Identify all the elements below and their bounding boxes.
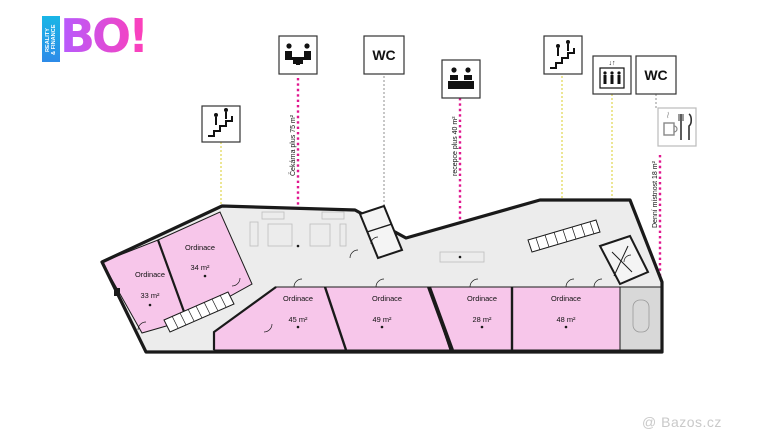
room-label-28: Ordinace: [467, 294, 497, 303]
callout-reception: recepce plus 40 m²: [452, 116, 459, 176]
outer-wall: [100, 198, 664, 354]
room-label-48: Ordinace: [551, 294, 581, 303]
wc-core: [358, 204, 404, 260]
room-area-45: 45 m²: [289, 315, 308, 324]
day-room: [619, 286, 663, 351]
logo-side-box: REALITY & FINANCE: [42, 16, 60, 62]
logo-wordmark: BO!: [60, 9, 149, 63]
room-area-34: 34 m²: [191, 263, 210, 272]
stairs-right: [527, 219, 601, 253]
room-label-33: Ordinace: [135, 270, 165, 279]
room-label-34: Ordinace: [185, 243, 215, 252]
elevator-divider: [611, 251, 633, 273]
watermark: @ Bazos.cz: [642, 414, 722, 430]
wc-label-1: WC: [372, 47, 395, 63]
room-labels: Ordinace 33 m² Ordinace 34 m² Ordinace 4…: [135, 243, 581, 324]
elevator-arrows: ↓↑: [609, 60, 616, 67]
elevator-icon: ↓↑: [592, 55, 632, 95]
reception-icon: [441, 59, 481, 99]
stairs-icon: [543, 35, 583, 75]
room-center-dots: [148, 244, 568, 329]
room-label-49: Ordinace: [372, 294, 402, 303]
wc-core-divider: [366, 223, 393, 233]
room-area-49: 49 m²: [373, 315, 392, 324]
office-wall-49-28: [427, 286, 454, 351]
wc-label-2: WC: [644, 67, 667, 83]
pillar: [114, 288, 120, 296]
office-wall-33-34: [156, 239, 189, 321]
waiting-room-icon: [278, 35, 318, 75]
waiting-furniture: [249, 211, 485, 263]
day-room-table: [632, 299, 650, 333]
callout-day-room: Denní místnost 18 m²: [652, 160, 659, 228]
brand-logo: REALITY & FINANCE BO!: [42, 9, 160, 64]
room-label-45: Ordinace: [283, 294, 313, 303]
stairs-left: [163, 291, 235, 333]
room-area-48: 48 m²: [557, 315, 576, 324]
kitchen-icon: [657, 107, 697, 147]
stairs-icon: [201, 105, 241, 143]
corridor-wall-lower: [212, 286, 277, 350]
wc-icon: WC: [363, 35, 405, 75]
room-area-28: 28 m²: [473, 315, 492, 324]
room-area-33: 33 m²: [141, 291, 160, 300]
wc-icon: WC: [635, 55, 677, 95]
door-swings: [137, 236, 632, 333]
elevator-divider-2: [613, 245, 629, 277]
office-wall-45-49: [323, 286, 348, 351]
floor-plan: [100, 198, 664, 354]
callouts: Čekárna plus 75 m² recepce plus 40 m² De…: [288, 114, 659, 228]
callout-waiting: Čekárna plus 75 m²: [288, 114, 297, 176]
